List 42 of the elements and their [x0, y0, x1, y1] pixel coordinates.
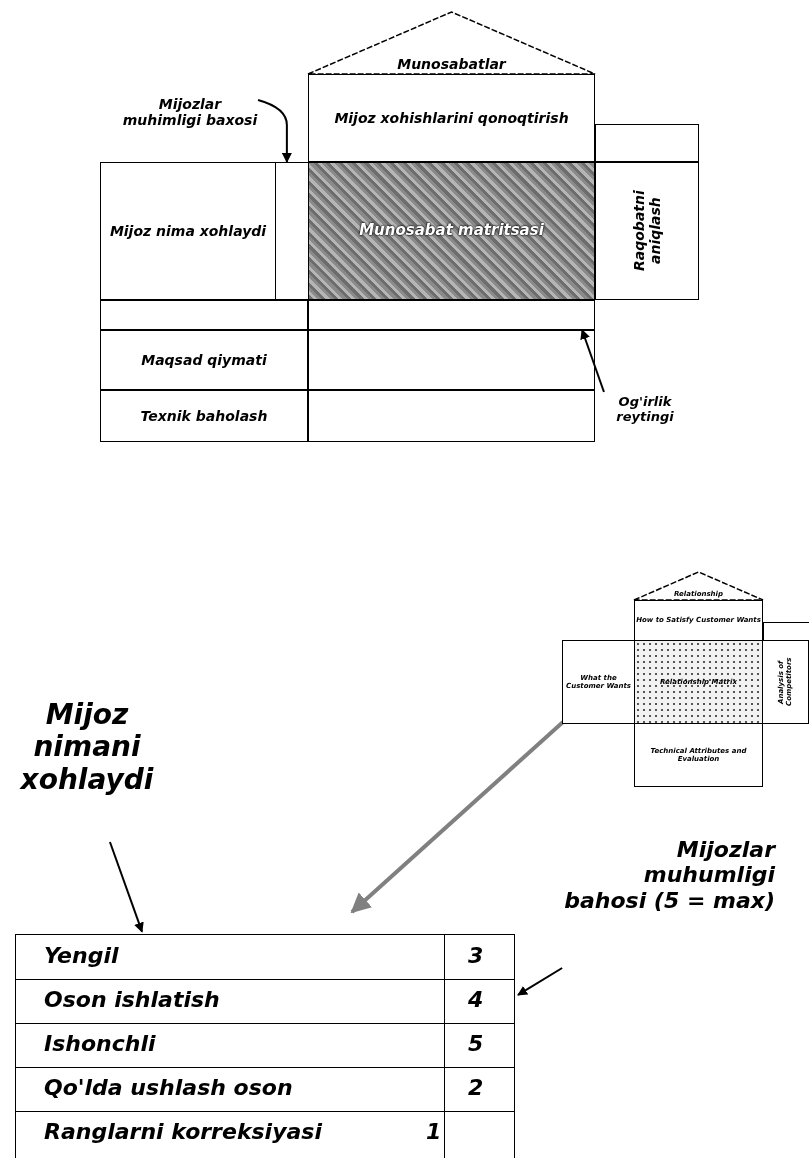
- requirements-table: [15, 934, 515, 1158]
- empty-box: [595, 124, 699, 162]
- importance-score: 3: [468, 943, 484, 969]
- requirement-text: Qo'lda ushlash oson: [44, 1075, 293, 1101]
- requirement-text: Yengil: [44, 943, 119, 969]
- row-box: [100, 330, 308, 390]
- weight-row: [308, 300, 595, 330]
- arrow: [108, 841, 144, 933]
- row-box: [100, 390, 308, 442]
- importance-score: 4: [468, 987, 484, 1013]
- requirement-text: Oson ishlatish: [44, 987, 220, 1013]
- section-label: Munosabatlar: [397, 55, 506, 72]
- section-label: Mijoz nima xohlaydi: [109, 222, 267, 240]
- requirement-text: Ishonchli: [44, 1031, 156, 1057]
- header-box: [634, 600, 763, 641]
- arrow: [257, 99, 292, 163]
- annotation-text: Mijozlar muhumligi bahosi (5 = max): [563, 837, 775, 913]
- requirement-text: Ranglarni korreksiyasi: [44, 1119, 322, 1145]
- matrix-box: [308, 162, 595, 300]
- importance-score: 1: [426, 1119, 442, 1145]
- section-label: Mijoz xohishlarini qonoqtirish: [334, 109, 569, 127]
- section-label: Texnik baholash: [140, 407, 268, 425]
- header-box: [308, 74, 595, 162]
- side-box: [762, 640, 809, 724]
- annotation-text: Mijoz nimani xohlaydi: [18, 699, 155, 796]
- side-box: [595, 162, 699, 300]
- section-label: Munosabat matritsasi: [359, 222, 544, 240]
- annotation-text: Og'irlik reytingi: [615, 395, 675, 425]
- row-box: [562, 640, 635, 724]
- section-label: Raqobatni aniqlash: [630, 189, 664, 274]
- arrow: [517, 967, 564, 996]
- annotation-text: Mijozlar muhimligi baxosi: [121, 95, 259, 129]
- importance-score: 2: [468, 1075, 484, 1101]
- arrow: [350, 720, 565, 914]
- roof-triangle: [308, 12, 595, 74]
- arrow: [580, 329, 605, 393]
- roof-triangle: [634, 572, 763, 600]
- importance-score: 5: [468, 1031, 484, 1057]
- section-label: Maqsad qiymati: [141, 351, 267, 369]
- row-box: [634, 723, 763, 787]
- row-box: [100, 162, 276, 300]
- matrix-box: [634, 640, 763, 724]
